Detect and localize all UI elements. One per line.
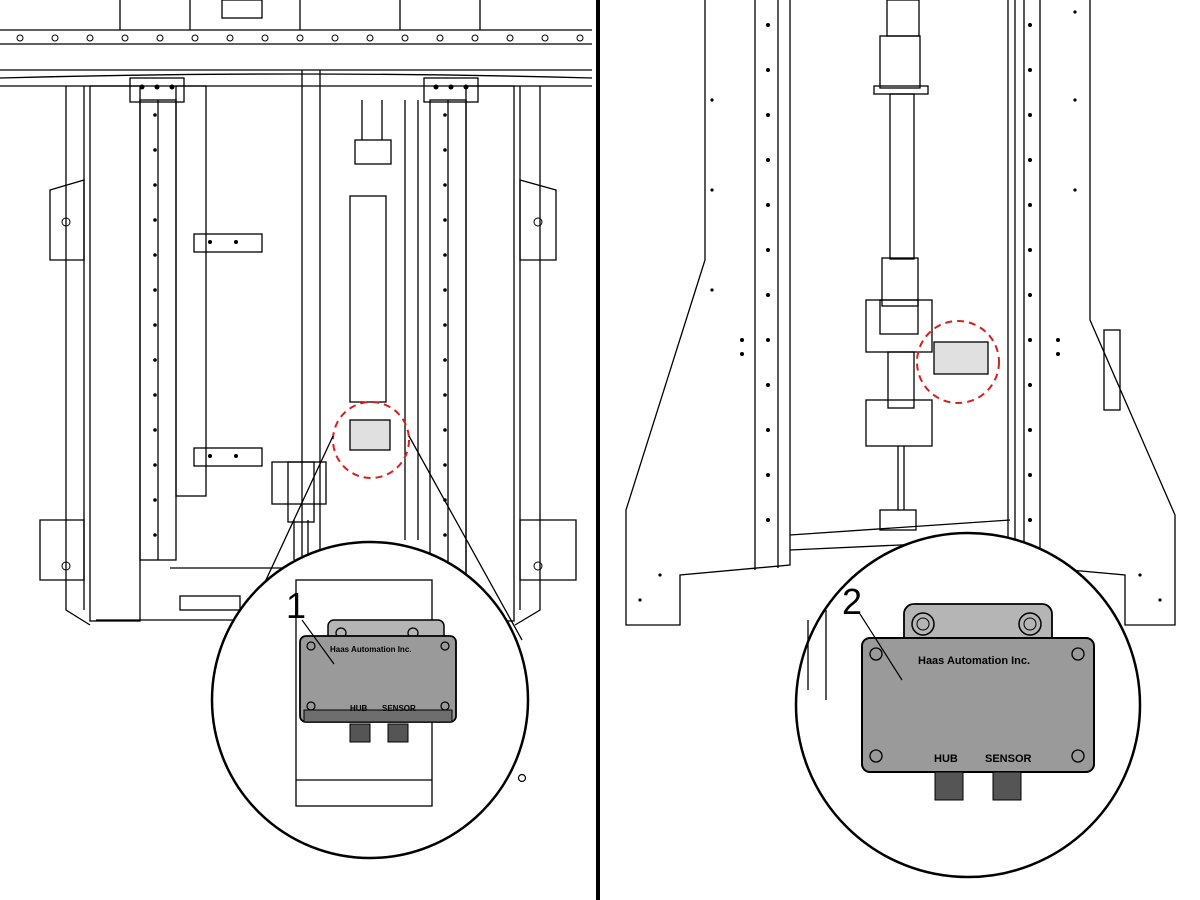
callout-1-number: 1 [286, 585, 306, 626]
right-magnifier [794, 531, 1142, 879]
left-magnifier [210, 540, 530, 860]
callout-1-port-sensor: SENSOR [382, 704, 416, 713]
left-panel [0, 0, 593, 626]
right-panel [625, 0, 1176, 626]
callout-2-box: Haas Automation Inc. HUB SENSOR 2 [842, 581, 1032, 765]
callout-1-port-hub: HUB [350, 704, 368, 713]
right-highlight [916, 320, 1000, 404]
callout-1-brand: Haas Automation Inc. [330, 645, 412, 654]
callout-2-brand: Haas Automation Inc. [918, 655, 1030, 667]
left-top-rail-holes [16, 34, 584, 571]
callout-1-box: Haas Automation Inc. HUB SENSOR 1 [286, 585, 416, 713]
left-panel-holes [139, 84, 469, 537]
right-panel-holes [638, 10, 1162, 602]
callout-2-port-sensor: SENSOR [985, 753, 1032, 765]
callout-2-port-hub: HUB [934, 753, 958, 765]
callout-2-number: 2 [842, 581, 862, 622]
